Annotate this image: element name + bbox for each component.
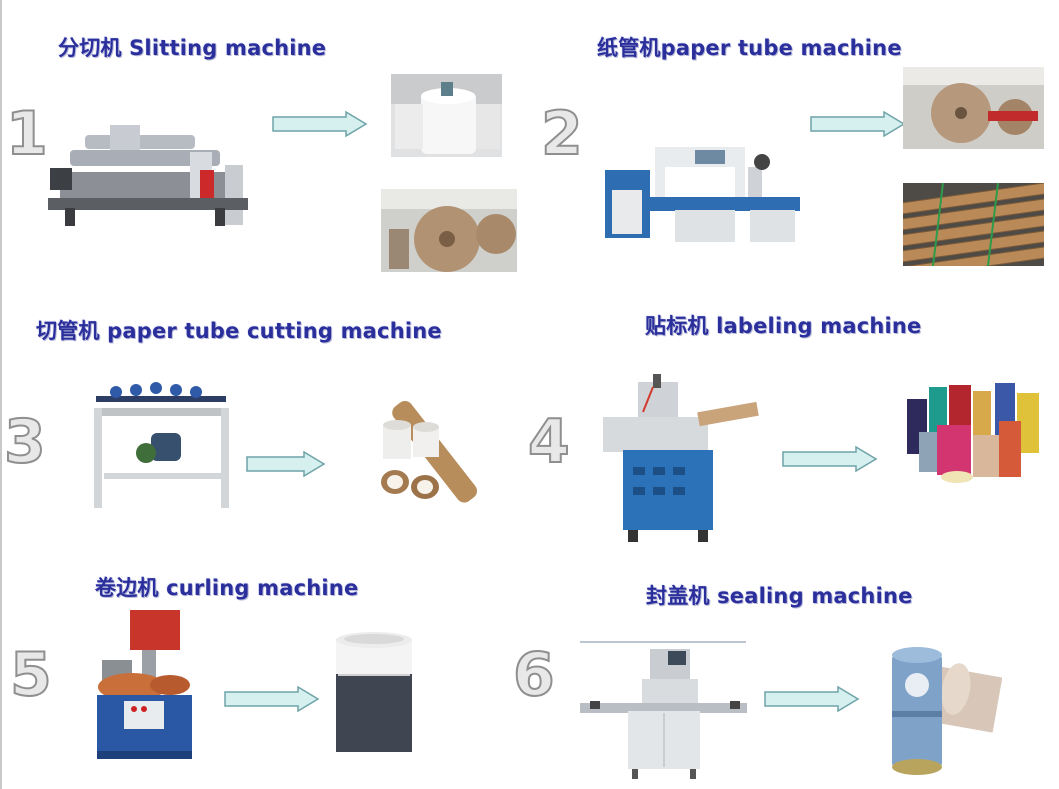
step-6-number: 6: [512, 640, 556, 710]
slitting-machine-image: [48, 125, 248, 226]
step-3-title: 切管机 paper tube cutting machine: [36, 319, 442, 343]
step-6-title: 封盖机 sealing machine: [646, 584, 913, 608]
step-2-number: 2: [540, 99, 584, 169]
spiral-tube-winding-image: [903, 67, 1044, 149]
paper-tubes-image: [903, 183, 1044, 266]
step-1-number: 1: [5, 99, 49, 169]
kraft-paper-rolls-image: [381, 189, 517, 272]
step-6-arrow-icon: [764, 686, 860, 712]
step-1-title: 分切机 Slitting machine: [58, 36, 327, 60]
cut-tubes-image: [373, 397, 495, 505]
labeled-tubes-image: [899, 377, 1045, 491]
step-4-number: 4: [527, 407, 571, 477]
step-5-arrow-icon: [224, 686, 320, 712]
curled-tube-image: [324, 622, 423, 760]
step-5-number: 5: [9, 640, 53, 710]
paper-rolls-image: [391, 74, 502, 157]
step-2-title: 纸管机paper tube machine: [597, 36, 902, 60]
step-5-title: 卷边机 curling machine: [95, 576, 359, 600]
step-3-arrow-icon: [246, 451, 326, 477]
step-2-arrow-icon: [810, 111, 906, 137]
step-4-arrow-icon: [782, 446, 878, 472]
step-4-title: 贴标机 labeling machine: [645, 314, 922, 338]
step-3-number: 3: [3, 407, 47, 477]
curling-machine-image: [97, 610, 192, 759]
step-1-arrow-icon: [272, 111, 368, 137]
sealed-tubes-image: [880, 641, 1002, 777]
labeling-machine-image: [603, 374, 759, 542]
tube-cutting-machine-image: [94, 382, 229, 508]
paper-tube-machine-image: [605, 147, 800, 242]
left-border: [0, 0, 2, 789]
sealing-machine-image: [580, 641, 747, 779]
